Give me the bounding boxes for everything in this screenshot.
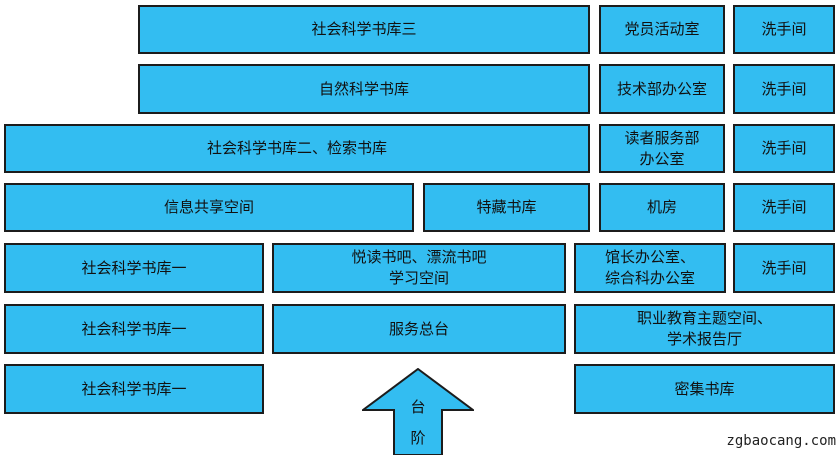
room-label-line: 馆长办公室、 <box>604 248 695 266</box>
room-label: 洗手间 <box>761 198 807 216</box>
room-social-science-1-c: 社会科学书库一 <box>4 364 264 414</box>
room-label: 悦读书吧、漂流书吧 学习空间 <box>351 247 486 289</box>
room-label: 洗手间 <box>761 258 807 277</box>
room-label-line: 职业教育主题空间、 <box>636 309 772 327</box>
room-label: 机房 <box>646 198 677 216</box>
room-natural-science: 自然科学书库 <box>138 64 590 114</box>
room-service-desk: 服务总台 <box>272 304 566 354</box>
room-special-collection: 特藏书库 <box>423 183 590 232</box>
room-label: 社会科学书库二、检索书库 <box>206 139 387 157</box>
room-label: 社会科学书库三 <box>311 20 417 38</box>
room-label: 服务总台 <box>388 319 449 338</box>
room-social-science-1-a: 社会科学书库一 <box>4 243 264 293</box>
room-label: 信息共享空间 <box>163 198 254 216</box>
stairs-label-top: 台 <box>410 398 426 416</box>
room-party-activity: 党员活动室 <box>599 5 725 54</box>
room-label-line: 办公室 <box>639 149 685 168</box>
room-label: 党员活动室 <box>624 20 700 38</box>
room-label: 密集书库 <box>674 379 735 398</box>
room-label-line: 读者服务部 <box>624 128 700 147</box>
room-label: 洗手间 <box>761 20 807 38</box>
room-social-science-1-b: 社会科学书库一 <box>4 304 264 354</box>
room-label: 馆长办公室、 综合科办公室 <box>605 247 695 289</box>
room-washroom-5: 洗手间 <box>733 243 835 293</box>
room-machine-room: 机房 <box>599 183 725 232</box>
room-curator-office: 馆长办公室、 综合科办公室 <box>574 243 726 293</box>
room-label: 社会科学书库一 <box>81 258 187 277</box>
room-label: 技术部办公室 <box>616 79 707 98</box>
room-tech-office: 技术部办公室 <box>599 64 725 114</box>
room-reader-service-office: 读者服务部 办公室 <box>599 124 725 173</box>
room-info-sharing: 信息共享空间 <box>4 183 414 232</box>
room-label-line: 悦读书吧、漂流书吧 <box>351 248 487 266</box>
room-label: 洗手间 <box>761 139 807 157</box>
up-arrow-icon <box>362 368 474 455</box>
room-reading-bar: 悦读书吧、漂流书吧 学习空间 <box>272 243 566 293</box>
room-vocational-education: 职业教育主题空间、 学术报告厅 <box>574 304 835 354</box>
room-label: 社会科学书库一 <box>81 379 187 398</box>
stairs-label-bottom: 阶 <box>410 429 426 447</box>
room-label: 洗手间 <box>761 79 807 98</box>
room-washroom-1: 洗手间 <box>733 5 835 54</box>
room-label-line: 综合科办公室 <box>604 269 695 287</box>
room-washroom-2: 洗手间 <box>733 64 835 114</box>
room-label: 特藏书库 <box>476 198 537 216</box>
room-washroom-4: 洗手间 <box>733 183 835 232</box>
stairs-arrow-shape <box>362 368 474 455</box>
room-social-science-3: 社会科学书库三 <box>138 5 590 54</box>
room-label: 社会科学书库一 <box>81 319 187 338</box>
room-social-science-2-search: 社会科学书库二、检索书库 <box>4 124 590 173</box>
room-label: 职业教育主题空间、 学术报告厅 <box>637 308 772 350</box>
room-label: 自然科学书库 <box>318 79 409 98</box>
room-label-line: 学术报告厅 <box>666 330 742 348</box>
room-washroom-3: 洗手间 <box>733 124 835 173</box>
room-label: 读者服务部 办公室 <box>624 128 699 170</box>
watermark-text: zgbaocang.com <box>726 433 836 449</box>
room-label-line: 学习空间 <box>388 269 449 287</box>
room-compact-storage: 密集书库 <box>574 364 835 414</box>
